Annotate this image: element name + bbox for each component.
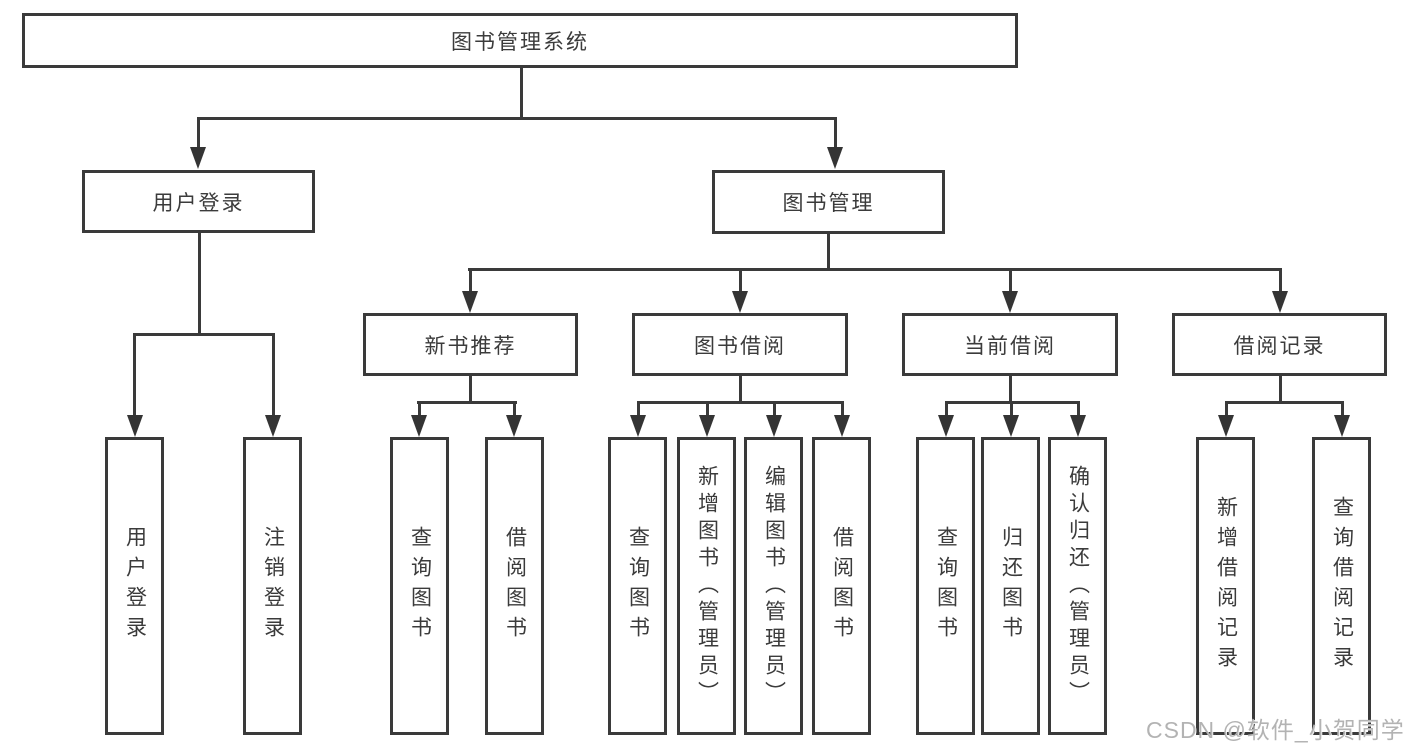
arrowhead-user-login-icon xyxy=(190,147,206,169)
node-leaf-query-books-current: 查询图书 xyxy=(916,437,975,735)
connector-g3-c3 xyxy=(1077,401,1080,415)
arrowhead-g3-c2-icon xyxy=(1003,415,1019,437)
node-leaf-borrow-books-recommend: 借阅图书 xyxy=(485,437,544,735)
arrowhead-book-management-icon xyxy=(827,147,843,169)
arrowhead-g2-c1-icon xyxy=(630,415,646,437)
connector-to-current-borrowing xyxy=(1009,268,1012,291)
connector-root-stem xyxy=(520,68,523,119)
connector-to-login-leaf xyxy=(133,333,136,415)
node-book-management: 图书管理 xyxy=(712,170,945,234)
connector-g1-stem xyxy=(469,376,472,403)
node-leaf-edit-book-admin: 编辑图书（管理员） xyxy=(744,437,803,735)
node-leaf-confirm-return-admin: 确认归还（管理员） xyxy=(1048,437,1107,735)
connector-g4-c1 xyxy=(1225,401,1228,415)
node-leaf-add-borrow-record: 新增借阅记录 xyxy=(1196,437,1255,735)
connector-to-borrowing-records xyxy=(1279,268,1282,291)
connector-g1-split xyxy=(417,401,517,404)
node-leaf-query-borrow-record: 查询借阅记录 xyxy=(1312,437,1371,735)
arrowhead-g3-c3-icon xyxy=(1070,415,1086,437)
connector-to-logout-leaf xyxy=(272,333,275,415)
node-library-management-system: 图书管理系统 xyxy=(22,13,1018,68)
connector-g1-c2 xyxy=(513,401,516,415)
arrowhead-g2-c4-icon xyxy=(834,415,850,437)
connector-g3-stem xyxy=(1009,376,1012,403)
connector-g4-stem xyxy=(1279,376,1282,403)
connector-g4-split xyxy=(1225,401,1344,404)
connector-user-login-split xyxy=(133,333,275,336)
arrowhead-g4-c2-icon xyxy=(1334,415,1350,437)
connector-g2-c1 xyxy=(637,401,640,415)
connector-g3-c1 xyxy=(945,401,948,415)
connector-to-new-book xyxy=(469,268,472,291)
arrowhead-g1-c2-icon xyxy=(506,415,522,437)
node-leaf-query-books-borrowing: 查询图书 xyxy=(608,437,667,735)
connector-to-book-management xyxy=(834,117,837,148)
arrowhead-current-borrowing-icon xyxy=(1002,291,1018,313)
arrowhead-logout-leaf-icon xyxy=(265,415,281,437)
connector-g2-c4 xyxy=(841,401,844,415)
node-user-login: 用户登录 xyxy=(82,170,315,233)
connector-book-management-split xyxy=(468,268,1282,271)
connector-g1-c1 xyxy=(418,401,421,415)
node-leaf-user-login: 用户登录 xyxy=(105,437,164,735)
connector-user-login-stem xyxy=(198,233,201,336)
node-borrowing-records: 借阅记录 xyxy=(1172,313,1387,376)
connector-g2-split xyxy=(637,401,844,404)
connector-g2-c2 xyxy=(706,401,709,415)
connector-to-user-login xyxy=(197,117,200,148)
arrowhead-g2-c2-icon xyxy=(699,415,715,437)
arrowhead-g4-c1-icon xyxy=(1218,415,1234,437)
connector-g4-c2 xyxy=(1341,401,1344,415)
arrowhead-book-borrowing-icon xyxy=(732,291,748,313)
connector-g3-c2 xyxy=(1010,401,1013,415)
connector-to-book-borrowing xyxy=(739,268,742,291)
connector-g2-stem xyxy=(739,376,742,403)
connector-root-split xyxy=(197,117,837,120)
node-leaf-query-books-recommend: 查询图书 xyxy=(390,437,449,735)
arrowhead-borrowing-records-icon xyxy=(1272,291,1288,313)
node-new-book-recommendation: 新书推荐 xyxy=(363,313,578,376)
connector-g2-c3 xyxy=(773,401,776,415)
arrowhead-login-leaf-icon xyxy=(127,415,143,437)
arrowhead-g1-c1-icon xyxy=(411,415,427,437)
csdn-watermark: CSDN @软件_小贺同学 xyxy=(1146,717,1405,743)
node-current-borrowing: 当前借阅 xyxy=(902,313,1118,376)
arrowhead-g3-c1-icon xyxy=(938,415,954,437)
node-leaf-return-books: 归还图书 xyxy=(981,437,1040,735)
arrowhead-new-book-icon xyxy=(462,291,478,313)
connector-book-management-stem xyxy=(827,234,830,271)
node-leaf-borrow-books: 借阅图书 xyxy=(812,437,871,735)
node-leaf-logout: 注销登录 xyxy=(243,437,302,735)
arrowhead-g2-c3-icon xyxy=(766,415,782,437)
node-leaf-add-book-admin: 新增图书（管理员） xyxy=(677,437,736,735)
node-book-borrowing: 图书借阅 xyxy=(632,313,848,376)
